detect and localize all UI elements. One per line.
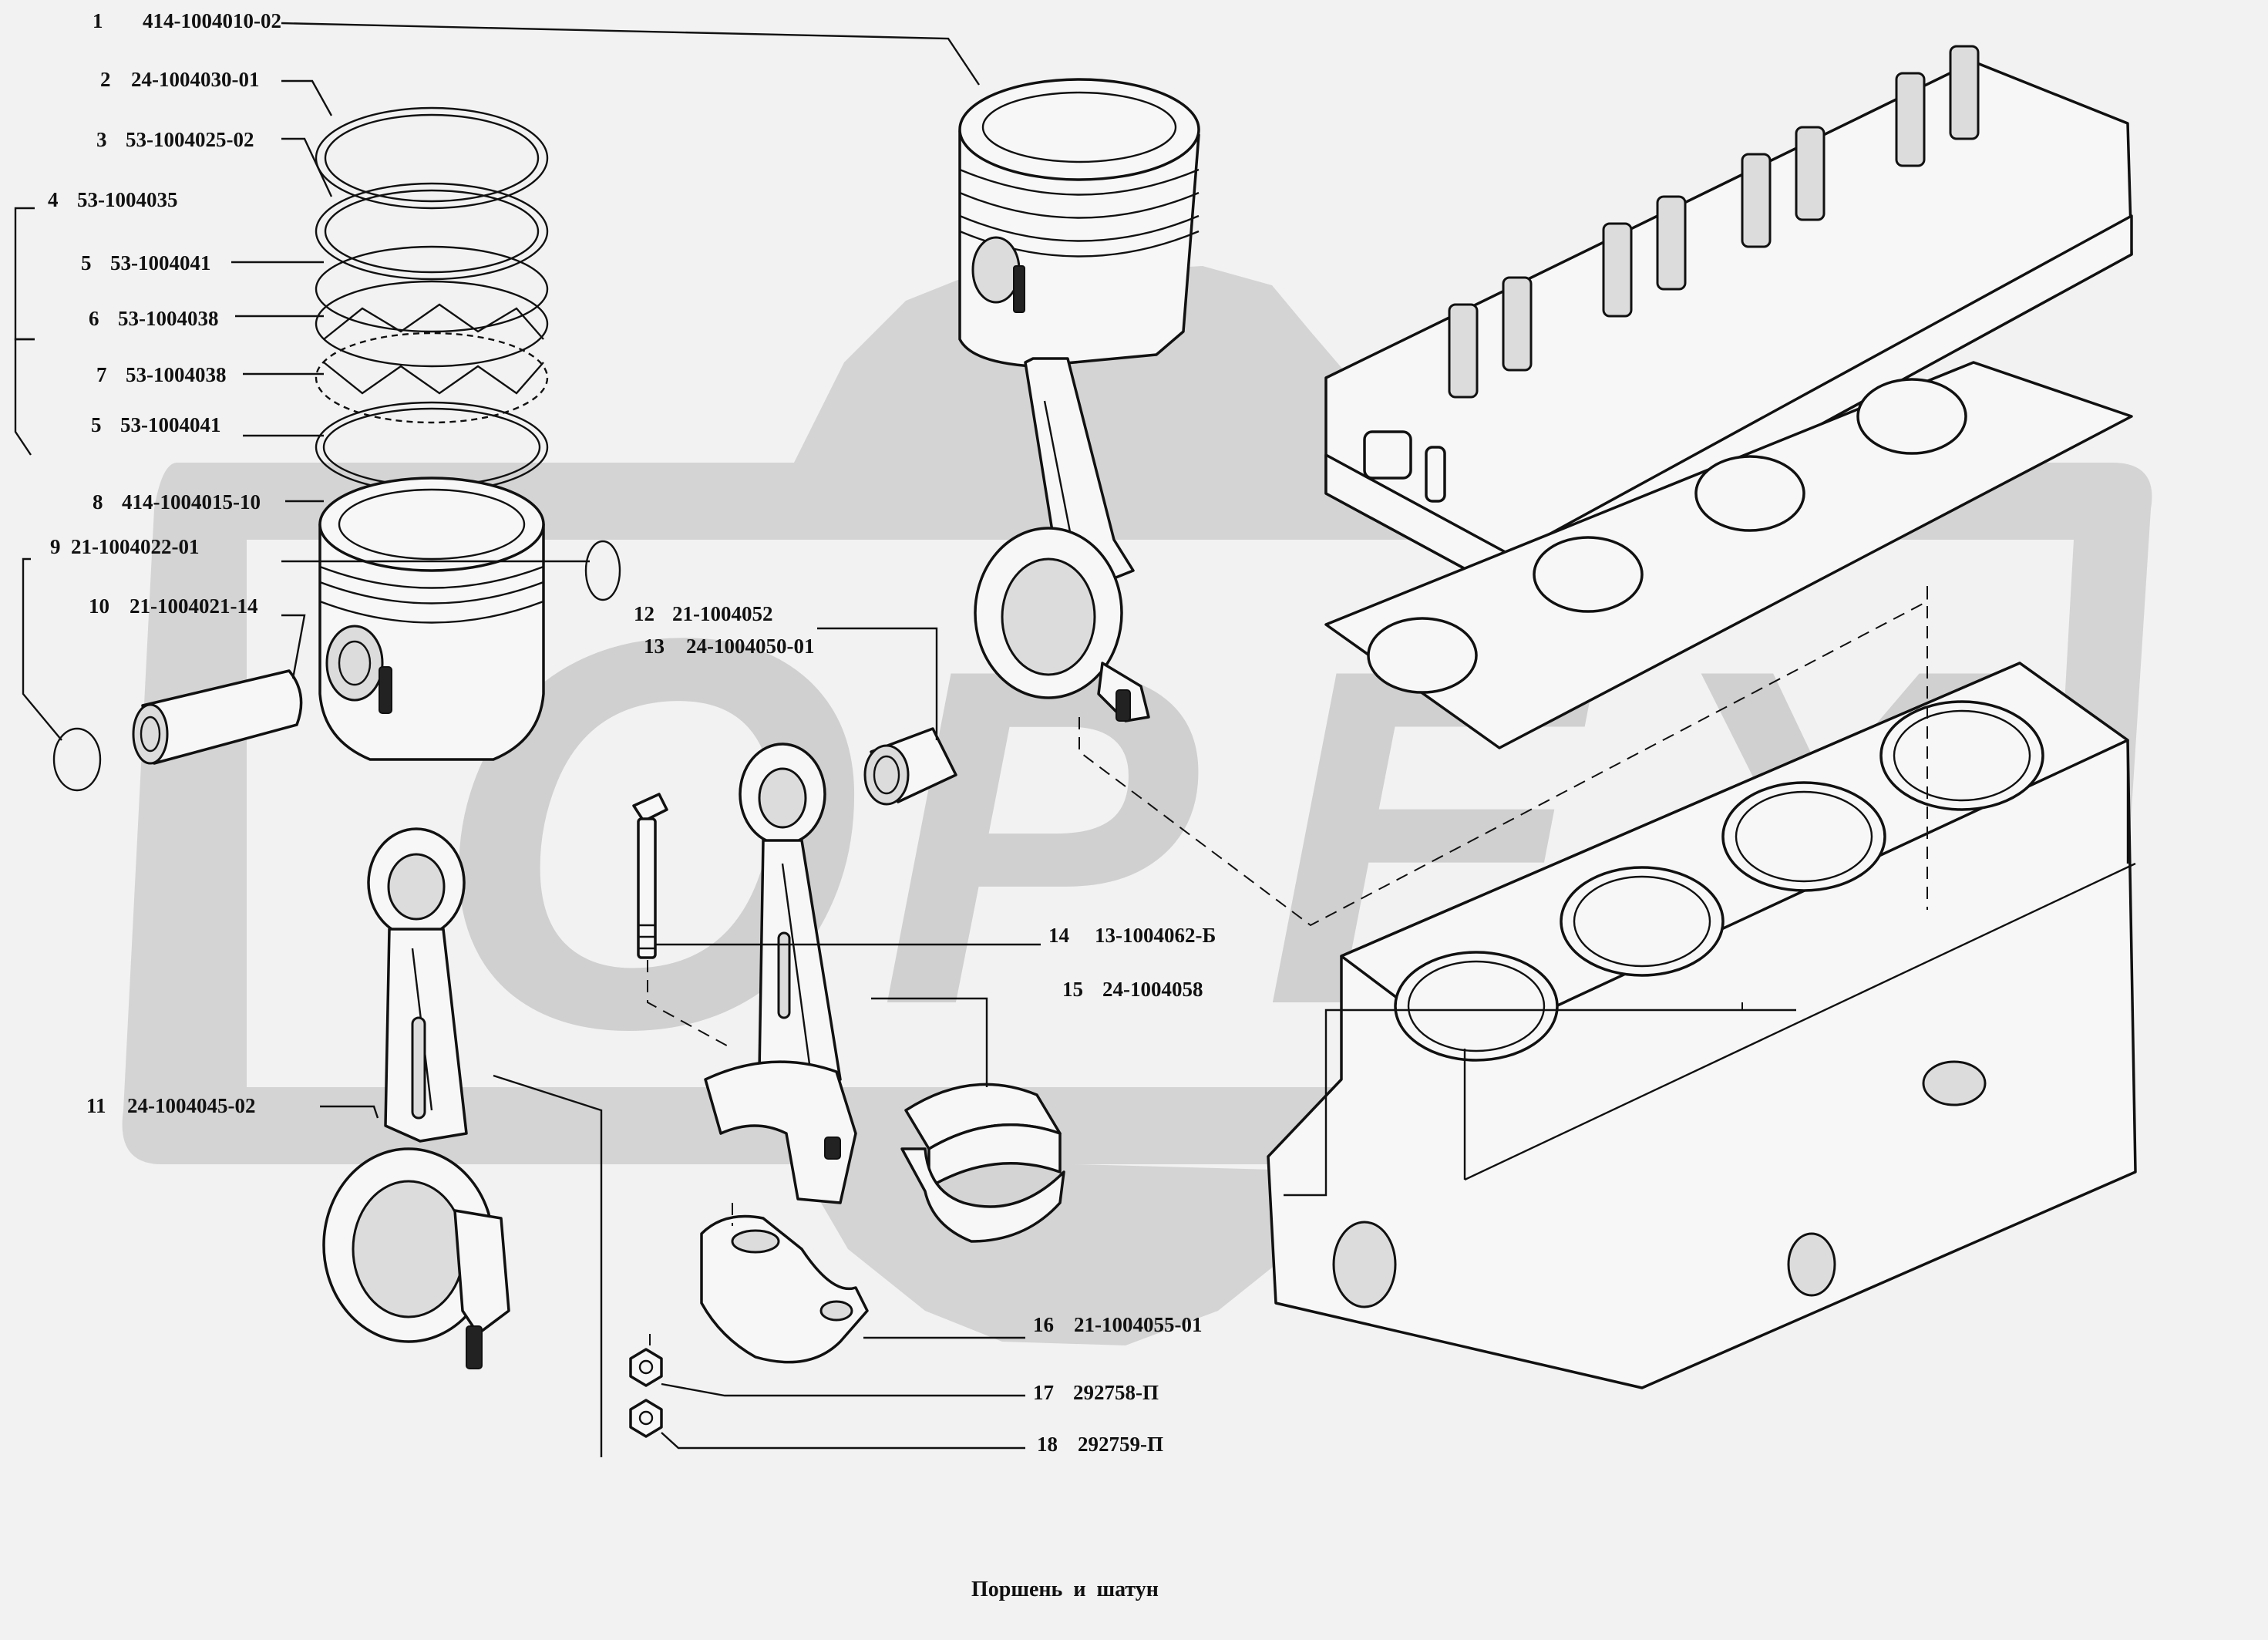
callout-number: 12 <box>634 602 654 625</box>
connecting-rod-centre <box>704 743 857 1204</box>
callout-code: 24-1004045-02 <box>127 1094 255 1117</box>
callout-number: 9 <box>50 535 61 558</box>
rod-cap <box>700 1214 869 1364</box>
callout-number: 7 <box>96 363 107 386</box>
callout-code: 53-1004041 <box>120 413 221 436</box>
callout-number: 5 <box>81 251 92 274</box>
callout-number: 3 <box>96 128 107 151</box>
small-end-bushing <box>863 727 957 806</box>
piston-left <box>318 477 545 761</box>
callout-code: 24-1004058 <box>1102 978 1203 1001</box>
callout-number: 8 <box>93 490 103 514</box>
callout-code: 414-1004015-10 <box>122 490 261 514</box>
snap-ring-left <box>52 727 102 792</box>
valve-springs <box>1448 45 1980 399</box>
callout-code: 13-1004062-Б <box>1095 924 1216 947</box>
leader-lines <box>14 22 1796 1457</box>
callout-code: 292759-П <box>1078 1433 1163 1456</box>
callout-number: 5 <box>91 413 102 436</box>
callout-number: 2 <box>100 68 111 91</box>
callout-code: 53-1004035 <box>77 188 178 211</box>
callout-number: 1 <box>93 9 103 32</box>
callout-number: 11 <box>86 1094 106 1117</box>
callout-code: 53-1004025-02 <box>126 128 254 151</box>
callout-number: 15 <box>1062 978 1083 1001</box>
piston-ring-stack <box>315 106 549 493</box>
callout-number: 6 <box>89 307 99 330</box>
callout-code: 21-1004021-14 <box>130 594 257 618</box>
rod-nuts <box>629 1348 663 1438</box>
piston-rod-assembly <box>958 78 1200 722</box>
callout-number: 4 <box>48 188 59 211</box>
diagram-caption: Поршень и шатун <box>971 1578 1159 1601</box>
piston-pin <box>132 669 303 765</box>
callout-number: 14 <box>1048 924 1069 947</box>
callout-number: 18 <box>1037 1433 1058 1456</box>
snap-ring-right <box>584 540 621 601</box>
callout-number: 17 <box>1033 1381 1054 1404</box>
callout-labels: 1 414-1004010-02 2 24-1004030-01 3 53-10… <box>48 9 1216 1456</box>
callout-number: 13 <box>644 635 665 658</box>
head-gasket <box>1324 361 2133 749</box>
cylinder-block <box>1267 662 2137 1389</box>
connecting-rod-left <box>322 827 510 1369</box>
callout-code: 21-1004055-01 <box>1074 1313 1202 1336</box>
bearing-shells <box>900 1083 1065 1243</box>
rod-bolt <box>632 793 668 959</box>
callout-code: 24-1004030-01 <box>131 68 259 91</box>
callout-code: 21-1004022-01 <box>71 535 199 558</box>
callout-code: 414-1004010-02 <box>143 9 281 32</box>
callout-number: 10 <box>89 594 109 618</box>
callout-code: 53-1004041 <box>110 251 211 274</box>
callout-number: 16 <box>1033 1313 1054 1336</box>
callout-code: 292758-П <box>1073 1381 1159 1404</box>
callout-code: 24-1004050-01 <box>686 635 814 658</box>
callout-code: 53-1004038 <box>118 307 219 330</box>
callout-code: 21-1004052 <box>672 602 773 625</box>
callout-code: 53-1004038 <box>126 363 227 386</box>
assembly-axes <box>647 586 1928 1345</box>
